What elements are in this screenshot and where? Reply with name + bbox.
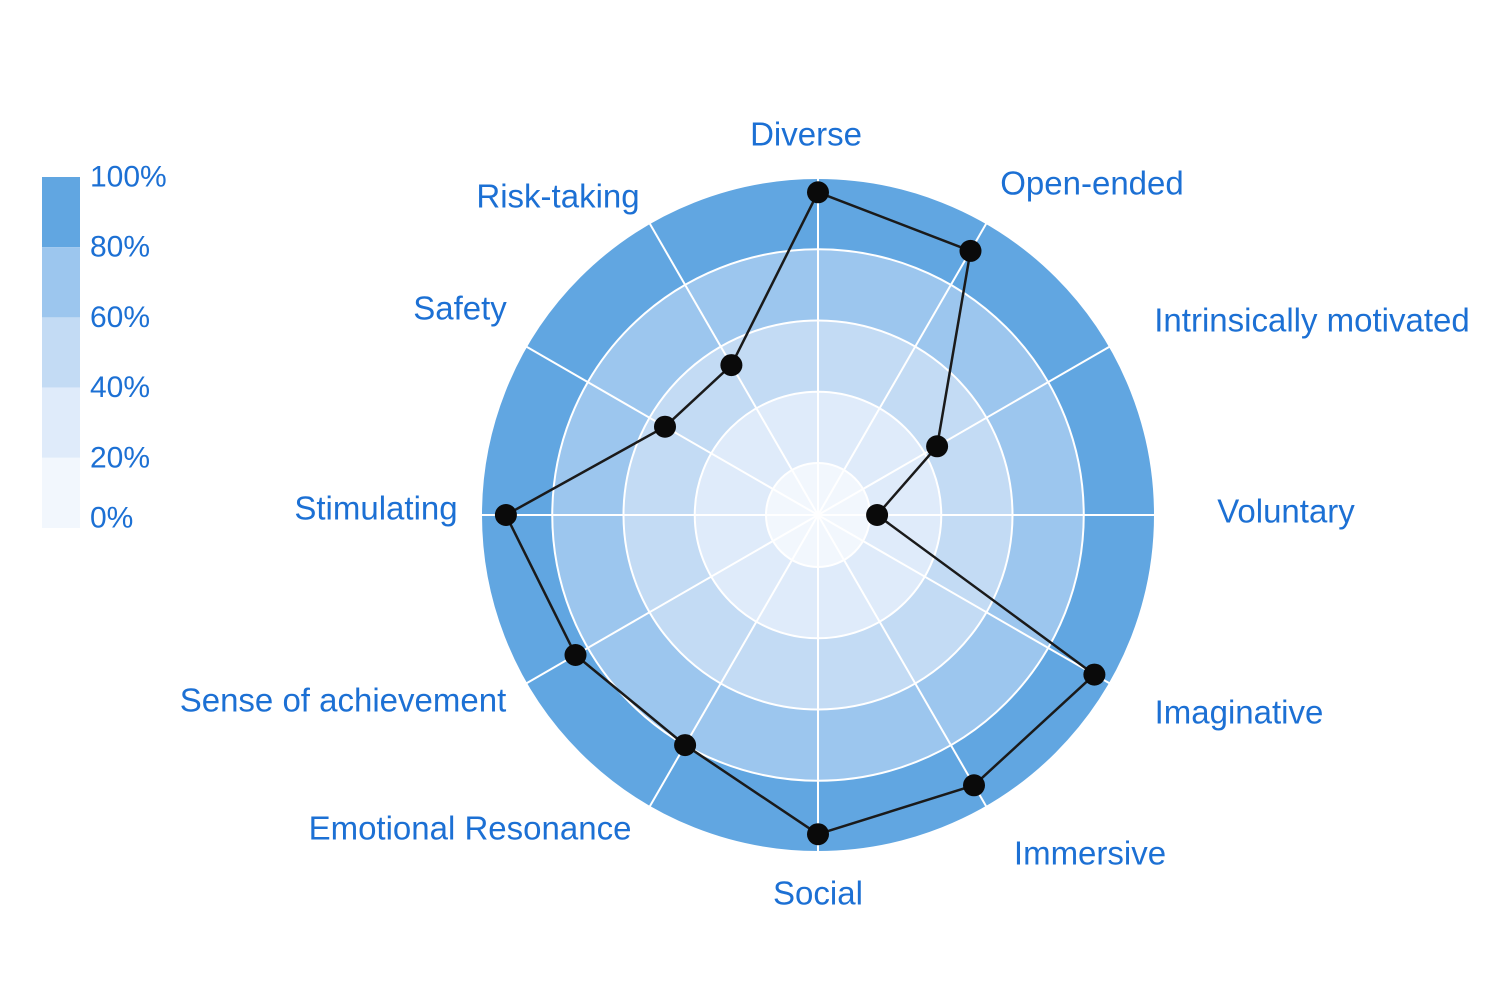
legend-label-20: 20% — [90, 441, 150, 474]
data-point-open-ended — [959, 239, 982, 262]
data-point-safety — [654, 415, 676, 438]
data-point-immersive — [963, 774, 985, 797]
axis-label-safety: Safety — [413, 290, 507, 327]
axis-label-stimulating: Stimulating — [294, 490, 457, 527]
legend-swatch-100 — [42, 177, 80, 248]
data-point-sense-of-achievement — [564, 644, 587, 666]
data-point-imaginative — [1083, 663, 1106, 686]
legend-label-100: 100% — [90, 161, 167, 194]
legend-swatch-60 — [42, 317, 80, 388]
legend-swatch-20 — [42, 457, 80, 528]
data-point-voluntary — [866, 504, 889, 526]
axis-label-sense-of-achievement: Sense of achievement — [180, 682, 507, 719]
data-point-social — [807, 823, 829, 846]
data-point-stimulating — [494, 504, 517, 526]
axis-label-voluntary: Voluntary — [1217, 493, 1355, 530]
legend-swatch-80 — [42, 247, 80, 318]
axis-spoke-open-ended — [817, 222, 988, 516]
data-series — [494, 181, 1106, 846]
polar-grid — [480, 177, 1156, 853]
axis-label-immersive: Immersive — [1014, 835, 1166, 872]
legend-label-0: 0% — [90, 502, 133, 535]
axis-label-emotional-resonance: Emotional Resonance — [309, 810, 632, 847]
data-point-diverse — [807, 181, 829, 204]
data-point-risk-taking — [720, 354, 743, 377]
axis-label-social: Social — [773, 875, 863, 912]
axis-label-risk-taking: Risk-taking — [476, 178, 639, 215]
axis-spoke-imaginative — [817, 514, 1111, 685]
legend-swatch-40 — [42, 387, 80, 458]
data-point-emotional-resonance — [674, 734, 697, 757]
legend: 100% 80% 60% 40% 20% 0% — [42, 161, 167, 535]
axis-label-imaginative: Imaginative — [1155, 694, 1324, 731]
legend-label-40: 40% — [90, 371, 150, 404]
axis-label-intrinsically-motivated: Intrinsically motivated — [1154, 302, 1469, 339]
axis-spoke-immersive — [817, 514, 988, 808]
data-point-intrinsically-motivated — [926, 435, 949, 458]
axis-spoke-emotional-resonance — [648, 514, 819, 808]
axis-label-open-ended: Open-ended — [1000, 165, 1183, 202]
legend-label-60: 60% — [90, 301, 150, 334]
axis-spoke-intrinsically-motivated — [817, 345, 1111, 516]
axis-label-diverse: Diverse — [750, 116, 862, 153]
legend-label-80: 80% — [90, 231, 150, 264]
